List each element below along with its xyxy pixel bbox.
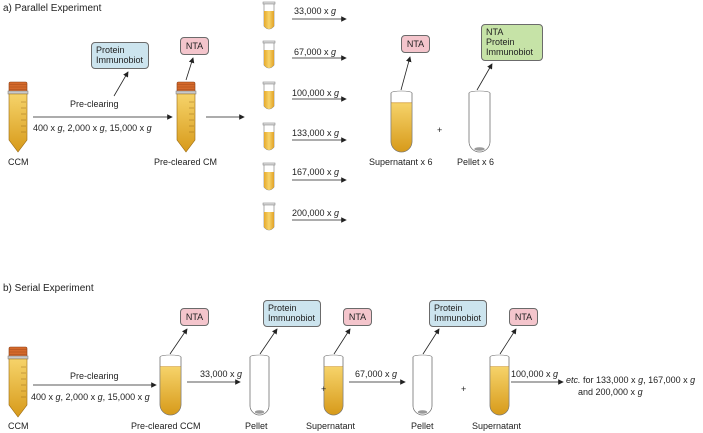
- panel-a-preclearing-speeds: 400 x g, 2,000 x g, 15,000 x g: [33, 123, 152, 133]
- panel-b-nta-box-3: NTA: [509, 308, 538, 326]
- speed-67000: 67,000 x g: [294, 47, 337, 57]
- supernatant-tube-icon: [390, 90, 413, 153]
- panel-b-preclearing-label: Pre-clearing: [70, 371, 119, 381]
- panel-b-pellet-label-2: Pellet: [411, 421, 434, 431]
- panel-b-speed-100000: 100,000 x g: [511, 369, 559, 379]
- panel-b-pellet-label-1: Pellet: [245, 421, 268, 431]
- small-tube-icon-6: [262, 202, 276, 231]
- pellet-tube-icon: [468, 90, 491, 153]
- panel-b-plus-2: +: [461, 384, 467, 394]
- panel-b-preclearing-speeds: 400 x g, 2,000 x g, 15,000 x g: [31, 392, 150, 402]
- panel-a-supernatant-label: Supernatant x 6: [369, 157, 433, 167]
- panel-a-pellet-label: Pellet x 6: [457, 157, 495, 167]
- small-tube-icon-1: [262, 1, 276, 30]
- speed-133000: 133,000 x g: [292, 128, 340, 138]
- speed-167000: 167,000 x g: [292, 167, 340, 177]
- panel-b-precleared-label: Pre-cleared CCM: [131, 421, 201, 431]
- panel-b-protein-box-1: Protein Immunobiot: [263, 300, 321, 327]
- speed-33000: 33,000 x g: [294, 6, 337, 16]
- ccm-tube-icon: [7, 81, 29, 153]
- small-tube-icon-5: [262, 162, 276, 191]
- panel-b-nta-box-2: NTA: [343, 308, 372, 326]
- panel-b-supernatant-label-1: Supernatant: [306, 421, 356, 431]
- panel-b-ccm-label: CCM: [8, 421, 29, 431]
- green-immunoblot-label: Immunobiot: [486, 47, 534, 57]
- panel-a-green-box: NTA Protein Immunobiot: [481, 24, 543, 61]
- supernatant-tube-icon-b1: [323, 354, 344, 416]
- panel-b-plus-1: +: [321, 384, 327, 394]
- panel-b-etc-line2: and 200,000 x g: [578, 387, 643, 397]
- nta-arrow-b2: [333, 328, 351, 355]
- green-protein-label: Protein: [486, 37, 515, 47]
- small-tube-icon-2: [262, 40, 276, 69]
- panel-b-speed-67000: 67,000 x g: [355, 369, 398, 379]
- protein-arrow-b1: [259, 328, 278, 355]
- panel-b-etc-line1: etc. for 133,000 x g, 167,000 x g: [566, 375, 696, 385]
- speed-100000: 100,000 x g: [292, 88, 340, 98]
- small-tube-icon-3: [262, 81, 276, 110]
- panel-b-nta-box-1: NTA: [180, 308, 209, 326]
- panel-b-speed-33000: 33,000 x g: [200, 369, 243, 379]
- panel-b-supernatant-label-2: Supernatant: [472, 421, 522, 431]
- immunoblot-label: Immunobiot: [268, 313, 316, 323]
- panel-b-protein-box-2: Protein Immunobiot: [429, 300, 487, 327]
- protein-label: Protein: [434, 303, 463, 313]
- panel-a-plus: +: [437, 125, 443, 135]
- precleared-cm-tube-icon: [175, 81, 197, 153]
- pellet-tube-icon-b1: [249, 354, 270, 416]
- protein-box-arrow: [113, 71, 129, 97]
- small-tube-icon-4: [262, 122, 276, 151]
- panel-a-ccm-label: CCM: [8, 157, 29, 167]
- panel-a-nta-box-supernatant: NTA: [401, 35, 430, 53]
- panel-b-title: b) Serial Experiment: [3, 283, 94, 294]
- green-nta-label: NTA: [486, 27, 504, 37]
- nta-arrow-b1: [169, 328, 188, 355]
- panel-a-title: a) Parallel Experiment: [3, 3, 102, 14]
- precleared-ccm-tube-icon-b: [159, 354, 182, 416]
- immunoblot-label: Immunobiot: [96, 55, 144, 65]
- panel-a-protein-box: Protein Immunobiot: [91, 42, 149, 69]
- panel-a-preclearing-label: Pre-clearing: [70, 99, 119, 109]
- protein-label: Protein: [96, 45, 125, 55]
- panel-a-nta-box-precleared: NTA: [180, 37, 209, 55]
- green-box-arrow: [476, 63, 493, 91]
- immunoblot-label: Immunobiot: [434, 313, 482, 323]
- pellet-tube-icon-b2: [412, 354, 433, 416]
- supernatant-tube-icon-b2: [489, 354, 510, 416]
- speed-200000: 200,000 x g: [292, 208, 340, 218]
- nta-arrow-supernatant: [400, 56, 412, 91]
- protein-label: Protein: [268, 303, 297, 313]
- nta-arrow-precleared: [185, 57, 195, 81]
- ccm-tube-icon-b: [7, 346, 29, 418]
- panel-a-precleared-label: Pre-cleared CM: [154, 157, 218, 167]
- protein-arrow-b2: [422, 328, 440, 355]
- nta-arrow-b3: [499, 328, 517, 355]
